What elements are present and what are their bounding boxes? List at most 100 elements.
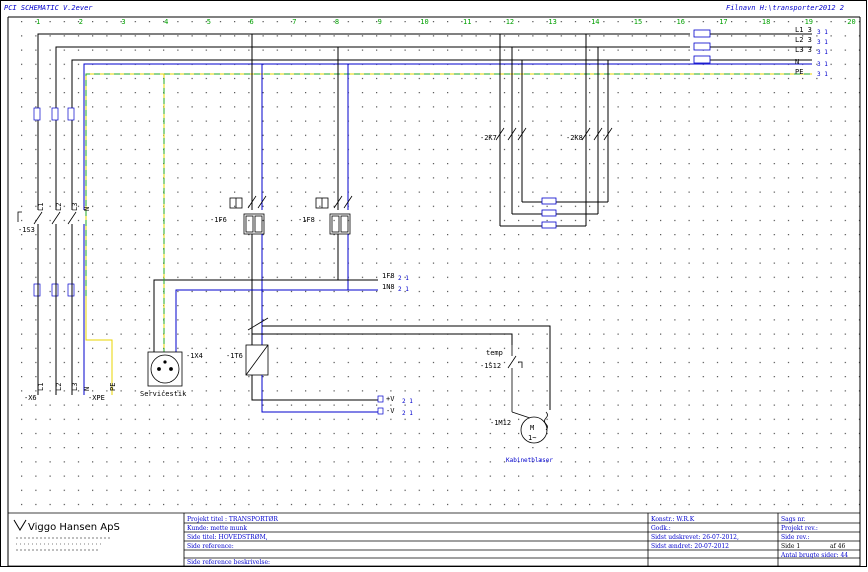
supply-bus	[37, 33, 812, 300]
fuse-wires	[251, 34, 349, 210]
column-number: 16	[677, 18, 685, 26]
x6-pin-label: L3	[71, 383, 79, 391]
transformer-label: -1T6	[226, 352, 243, 360]
column-number: 11	[463, 18, 471, 26]
x6-pin-label: N	[83, 387, 91, 391]
switch-pin-label: L3	[71, 203, 79, 211]
column-number: 1	[36, 18, 40, 26]
cross-ref-label: 1N8	[382, 283, 395, 291]
fuse-1f6-symbol	[229, 195, 267, 235]
tb-used-pages: Antal brugte sider: 44	[780, 552, 848, 559]
column-number: 14	[591, 18, 599, 26]
column-number: 8	[335, 18, 339, 26]
tb-changed: Sidst ændret: 20-07-2012	[651, 543, 729, 550]
line-connector-boxes	[693, 29, 711, 64]
supply-line-label: L1 3	[795, 26, 812, 34]
header-right-title: Filnavn H:\transporter2012 2	[726, 4, 844, 12]
dot-grid	[8, 17, 860, 513]
header-left-title: PCI SCHEMATIC V.2ever	[4, 4, 93, 12]
tb-page-title: Side titel: HOVEDSTRØM,	[187, 534, 268, 541]
motor-ref-label: -1M12	[490, 419, 511, 427]
x6-pin-label: L2	[55, 383, 63, 391]
cross-ref-label: +V	[386, 395, 395, 403]
cross-ref-page: 2 1	[398, 286, 409, 293]
supply-line-ref: 3 1	[817, 71, 828, 78]
company-name: Viggo Hansen ApS	[28, 522, 120, 533]
column-number: 10	[420, 18, 428, 26]
supply-line-label: PE	[795, 68, 803, 76]
cross-ref-label: -V	[386, 407, 395, 415]
motor-name-label: Kabinetblæser	[506, 457, 553, 464]
tb-issued: Sidst udskrevet: 26-07-2012,	[651, 534, 739, 541]
tb-page-rev: Side rev.:	[781, 534, 809, 541]
column-number: 15	[634, 18, 642, 26]
title-block-frame	[8, 512, 860, 567]
cross-ref-page: 2 1	[402, 410, 413, 417]
switch-pin-label: N	[83, 207, 91, 211]
xpe-pin-label: PE	[109, 383, 117, 391]
contactor-2k7-symbol	[495, 127, 613, 141]
fuse-1f8-label: -1F8	[298, 216, 315, 224]
supply-line-label: N	[795, 58, 799, 66]
thermostat-tag: temp	[486, 349, 503, 357]
column-number: 2	[79, 18, 83, 26]
switch-tags-top	[33, 107, 75, 297]
motor-phase-text: 1~	[528, 434, 536, 442]
supply-line-label: L3 3	[795, 46, 812, 54]
column-number: 4	[164, 18, 168, 26]
contactor-wires	[499, 34, 609, 227]
tb-case-no: Sags nr.	[781, 516, 806, 523]
fuse-1f6-label: -1F6	[210, 216, 227, 224]
motor-symbol	[511, 411, 548, 444]
column-number: 18	[762, 18, 770, 26]
company-logo: Viggo Hansen ApS	[13, 519, 120, 551]
main-switch-label: -1S3	[18, 226, 35, 234]
tb-page-ref: Side reference:	[187, 543, 234, 550]
tb-project-title: Projekt titel : TRANSPORTØR	[187, 516, 278, 523]
tb-page: Side 1	[781, 543, 800, 550]
tb-page-of: af 46	[830, 543, 846, 550]
socket-name-label: Servicestik	[140, 390, 187, 398]
supply-line-ref: 3 1	[817, 49, 828, 56]
service-socket-symbol	[147, 351, 183, 387]
switch-pin-label: L2	[55, 203, 63, 211]
cross-ref-page: 2 1	[402, 398, 413, 405]
cross-ref-label: 1F8	[382, 272, 395, 280]
socket-ref-label: -1X4	[186, 352, 203, 360]
column-number: 19	[805, 18, 813, 26]
switch-pin-label: L1	[37, 203, 45, 211]
column-number: 12	[506, 18, 514, 26]
contactor-terminal-boxes	[541, 197, 557, 229]
main-switch-symbol	[17, 211, 77, 225]
supply-line-ref: 3 1	[817, 39, 828, 46]
cross-ref-page: 2 1	[398, 275, 409, 282]
column-number: 13	[548, 18, 556, 26]
x6-wires	[37, 224, 113, 395]
fuse-1f8-symbol	[315, 195, 353, 235]
column-number: 17	[719, 18, 727, 26]
tb-page-ref-desc: Side reference beskrivelse:	[187, 559, 270, 566]
tb-customer: Kunde: mette munk	[187, 525, 247, 532]
contactor-2k7-label: -2K7	[480, 134, 497, 142]
thermostat-label: -1S12	[480, 362, 501, 370]
terminal-xpe-label: -XPE	[88, 394, 105, 402]
column-number: 7	[292, 18, 296, 26]
terminal-x6-label: -X6	[24, 394, 37, 402]
supply-line-ref: 3 1	[817, 61, 828, 68]
transformer-output-wires	[251, 325, 551, 413]
fuse-output-wires	[153, 234, 378, 352]
tb-drawn-by: Konstr.: W.R.K	[651, 516, 695, 523]
thermostat-symbol	[507, 345, 523, 412]
column-number: 20	[847, 18, 855, 26]
output-term-boxes	[377, 395, 384, 415]
x6-pin-label: L1	[37, 383, 45, 391]
supply-line-label: L2 3	[795, 36, 812, 44]
column-number: 6	[250, 18, 254, 26]
column-number: 9	[378, 18, 382, 26]
column-number: 5	[207, 18, 211, 26]
